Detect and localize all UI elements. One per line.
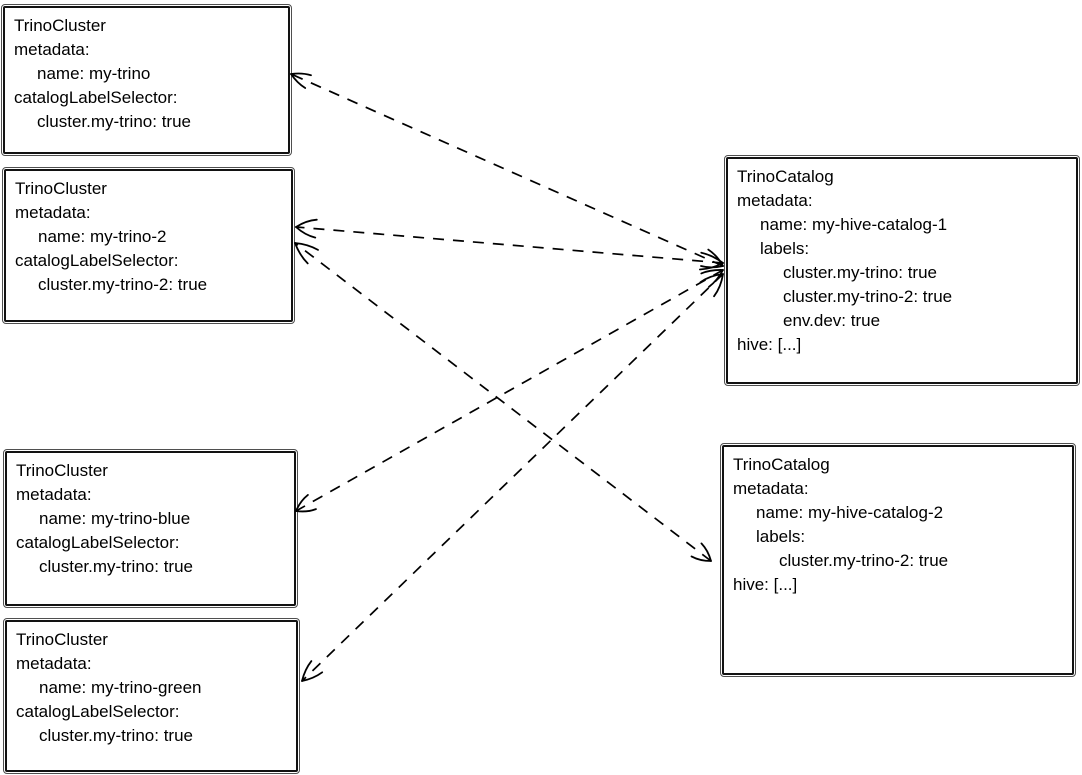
arrowhead <box>301 660 313 682</box>
yaml-line: metadata: <box>733 479 809 498</box>
trinocluster-my-trino-2-box: TrinoCluster metadata: name: my-trino-2 … <box>2 167 295 324</box>
connection-line <box>290 73 724 267</box>
yaml-line: name: my-hive-catalog-2 <box>756 503 944 522</box>
yaml-line: name: my-trino-green <box>39 678 202 697</box>
trinocluster-my-trino-blue-box: TrinoCluster metadata: name: my-trino-bl… <box>3 449 298 608</box>
trinocatalog-my-hive-catalog-1-box: TrinoCatalog metadata: name: my-hive-cat… <box>724 155 1080 386</box>
yaml-line: name: my-trino-2 <box>38 227 167 246</box>
yaml-line: catalogLabelSelector: <box>14 88 178 107</box>
yaml-line: metadata: <box>15 203 91 222</box>
yaml-line: metadata: <box>16 485 92 504</box>
arrowhead <box>294 242 309 265</box>
arrowhead <box>301 671 324 682</box>
yaml-line: name: my-trino <box>37 64 151 83</box>
trinocluster-my-trino-box: TrinoCluster metadata: name: my-trino ca… <box>1 4 292 156</box>
yaml-line: catalogLabelSelector: <box>16 702 180 721</box>
yaml-line: cluster.my-trino: true <box>39 557 193 576</box>
yaml-line: cluster.my-trino: true <box>783 263 937 282</box>
connection-line <box>294 242 712 562</box>
yaml-line: labels: <box>756 527 806 546</box>
yaml-line: hive: [...] <box>733 575 798 594</box>
arrowhead <box>699 273 724 284</box>
yaml-line: cluster.my-trino: true <box>37 112 191 131</box>
arrowhead <box>295 218 318 228</box>
arrowhead <box>700 542 712 562</box>
yaml-line: env.dev: true <box>783 311 881 330</box>
yaml-line: metadata: <box>16 654 92 673</box>
yaml-line: catalogLabelSelector: <box>16 533 180 552</box>
connection-line <box>301 273 724 682</box>
yaml-line: cluster.my-trino-2: true <box>779 551 949 570</box>
arrowhead <box>290 72 312 77</box>
trinocatalog-my-hive-catalog-2-box: TrinoCatalog metadata: name: my-hive-cat… <box>720 443 1076 677</box>
arrowhead <box>295 226 317 239</box>
trinocluster-my-trino-green-box: TrinoCluster metadata: name: my-trino-gr… <box>3 618 300 774</box>
resource-kind-label: TrinoCluster <box>16 630 108 649</box>
yaml-line: metadata: <box>737 191 813 210</box>
arrowhead <box>700 265 724 269</box>
resource-kind-label: TrinoCluster <box>15 179 107 198</box>
resource-kind-label: TrinoCatalog <box>737 167 834 186</box>
arrowhead <box>699 262 724 271</box>
resource-kind-label: TrinoCatalog <box>733 455 830 474</box>
arrowhead <box>690 555 712 562</box>
arrowhead <box>294 242 319 251</box>
resource-kind-label: TrinoCluster <box>16 461 108 480</box>
arrowhead <box>707 248 724 267</box>
arrowhead <box>290 73 307 89</box>
yaml-line: cluster.my-trino: true <box>39 726 193 745</box>
connection-line <box>295 226 724 264</box>
connection-line <box>295 269 724 512</box>
yaml-line: cluster.my-trino-2: true <box>783 287 953 306</box>
yaml-line: name: my-trino-blue <box>39 509 191 528</box>
resource-kind-label: TrinoCluster <box>14 16 106 35</box>
yaml-line: labels: <box>760 239 810 258</box>
yaml-line: metadata: <box>14 40 90 59</box>
arrowhead <box>295 494 309 512</box>
yaml-line: hive: [...] <box>737 335 802 354</box>
arrowhead <box>700 251 724 264</box>
yaml-line: name: my-hive-catalog-1 <box>760 215 948 234</box>
arrowhead <box>295 508 317 513</box>
arrowhead <box>708 269 724 288</box>
yaml-line: cluster.my-trino-2: true <box>38 275 208 294</box>
yaml-line: catalogLabelSelector: <box>15 251 179 270</box>
arrowhead <box>700 269 724 275</box>
arrowhead <box>713 273 724 298</box>
